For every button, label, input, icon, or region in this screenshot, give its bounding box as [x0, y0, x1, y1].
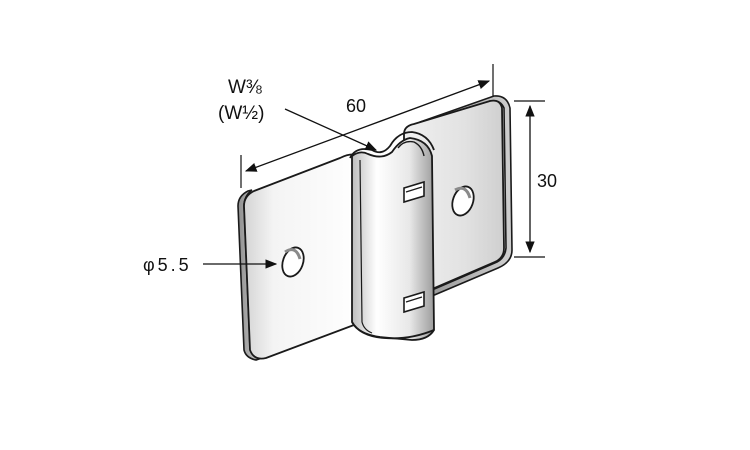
- lower-slot: [403, 290, 425, 314]
- thread-size-alt-label: (W½): [218, 103, 264, 124]
- height-dimension: [514, 100, 545, 258]
- length-dimension: [240, 64, 494, 188]
- length-label: 60: [346, 96, 366, 116]
- thread-size-label: W⅜: [228, 77, 262, 98]
- barrel: [349, 131, 435, 341]
- hole-diameter-label: φ5.5: [143, 255, 192, 275]
- upper-slot: [403, 180, 425, 204]
- left-plate: [237, 153, 363, 361]
- height-label: 30: [537, 171, 557, 191]
- thread-leader: [284, 108, 378, 151]
